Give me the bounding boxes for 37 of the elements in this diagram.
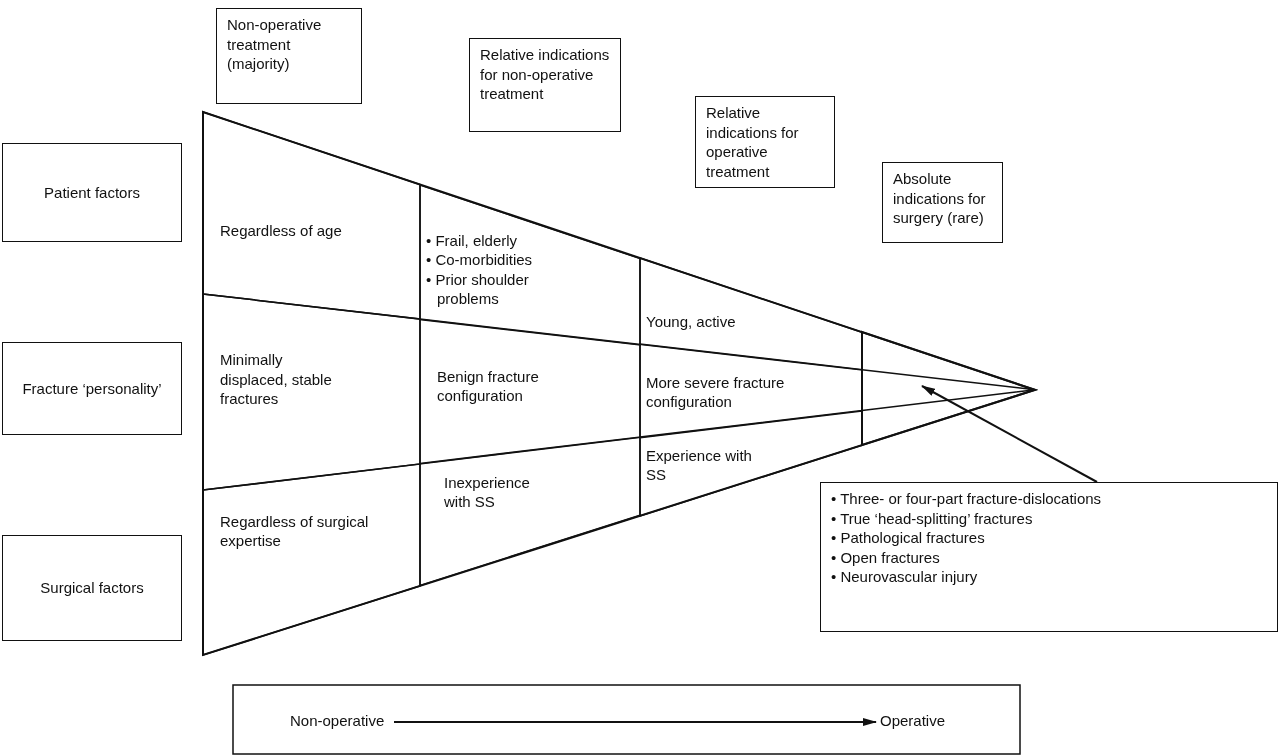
bullet-item: • Prior shoulder problems [426, 270, 530, 309]
bullet-item: • True ‘head-splitting’ fractures [831, 508, 1034, 528]
scale-label: Non-operative [290, 711, 390, 731]
bullet-item: • Frail, elderly [426, 231, 519, 251]
label-box: Relative indications for operative treatment [695, 96, 835, 188]
arrow [393, 718, 877, 726]
segment-text: Experience with SS [646, 446, 753, 485]
funnel-segment [203, 463, 420, 655]
segment-text: More severe fracture configuration [646, 373, 786, 412]
segment-text: Regardless of age [220, 221, 343, 241]
label-box: Patient factors [2, 143, 182, 242]
arrow [921, 385, 1098, 483]
bullet-item: • Co-morbidities [426, 250, 534, 270]
segment-text: Regardless of surgical expertise [220, 512, 370, 551]
funnel-segment [420, 437, 640, 586]
segment-text: Young, active [646, 312, 737, 332]
funnel-tip-segment [862, 332, 1035, 446]
label-box: Absolute indications for surgery (rare) [882, 162, 1003, 243]
bullet-item: • Neurovascular injury [831, 567, 979, 587]
bullet-item: • Open fractures [831, 547, 941, 567]
scale-label: Operative [880, 711, 950, 731]
segment-text: Minimally displaced, stable fractures [220, 350, 333, 409]
label-box: Surgical factors [2, 535, 182, 641]
segment-text: Inexperience with SS [444, 473, 531, 512]
bullet-item: • Three- or four-part fracture-dislocations [831, 489, 1103, 509]
bullet-item: • Pathological fractures [831, 528, 986, 548]
funnel-segment [640, 344, 862, 438]
funnel-segment [640, 258, 862, 371]
funnel-segment [420, 184, 640, 345]
scale-box [233, 685, 1020, 754]
bullet-list-box [820, 482, 1278, 632]
funnel-segment [420, 319, 640, 464]
segment-text: Benign fracture configuration [437, 367, 540, 406]
label-box: Non-operative treatment (majority) [216, 8, 362, 104]
label-box: Fracture ‘personality’ [2, 342, 182, 435]
label-box: Relative indications for non-operative treatment [469, 38, 621, 132]
funnel-segment [203, 294, 420, 490]
